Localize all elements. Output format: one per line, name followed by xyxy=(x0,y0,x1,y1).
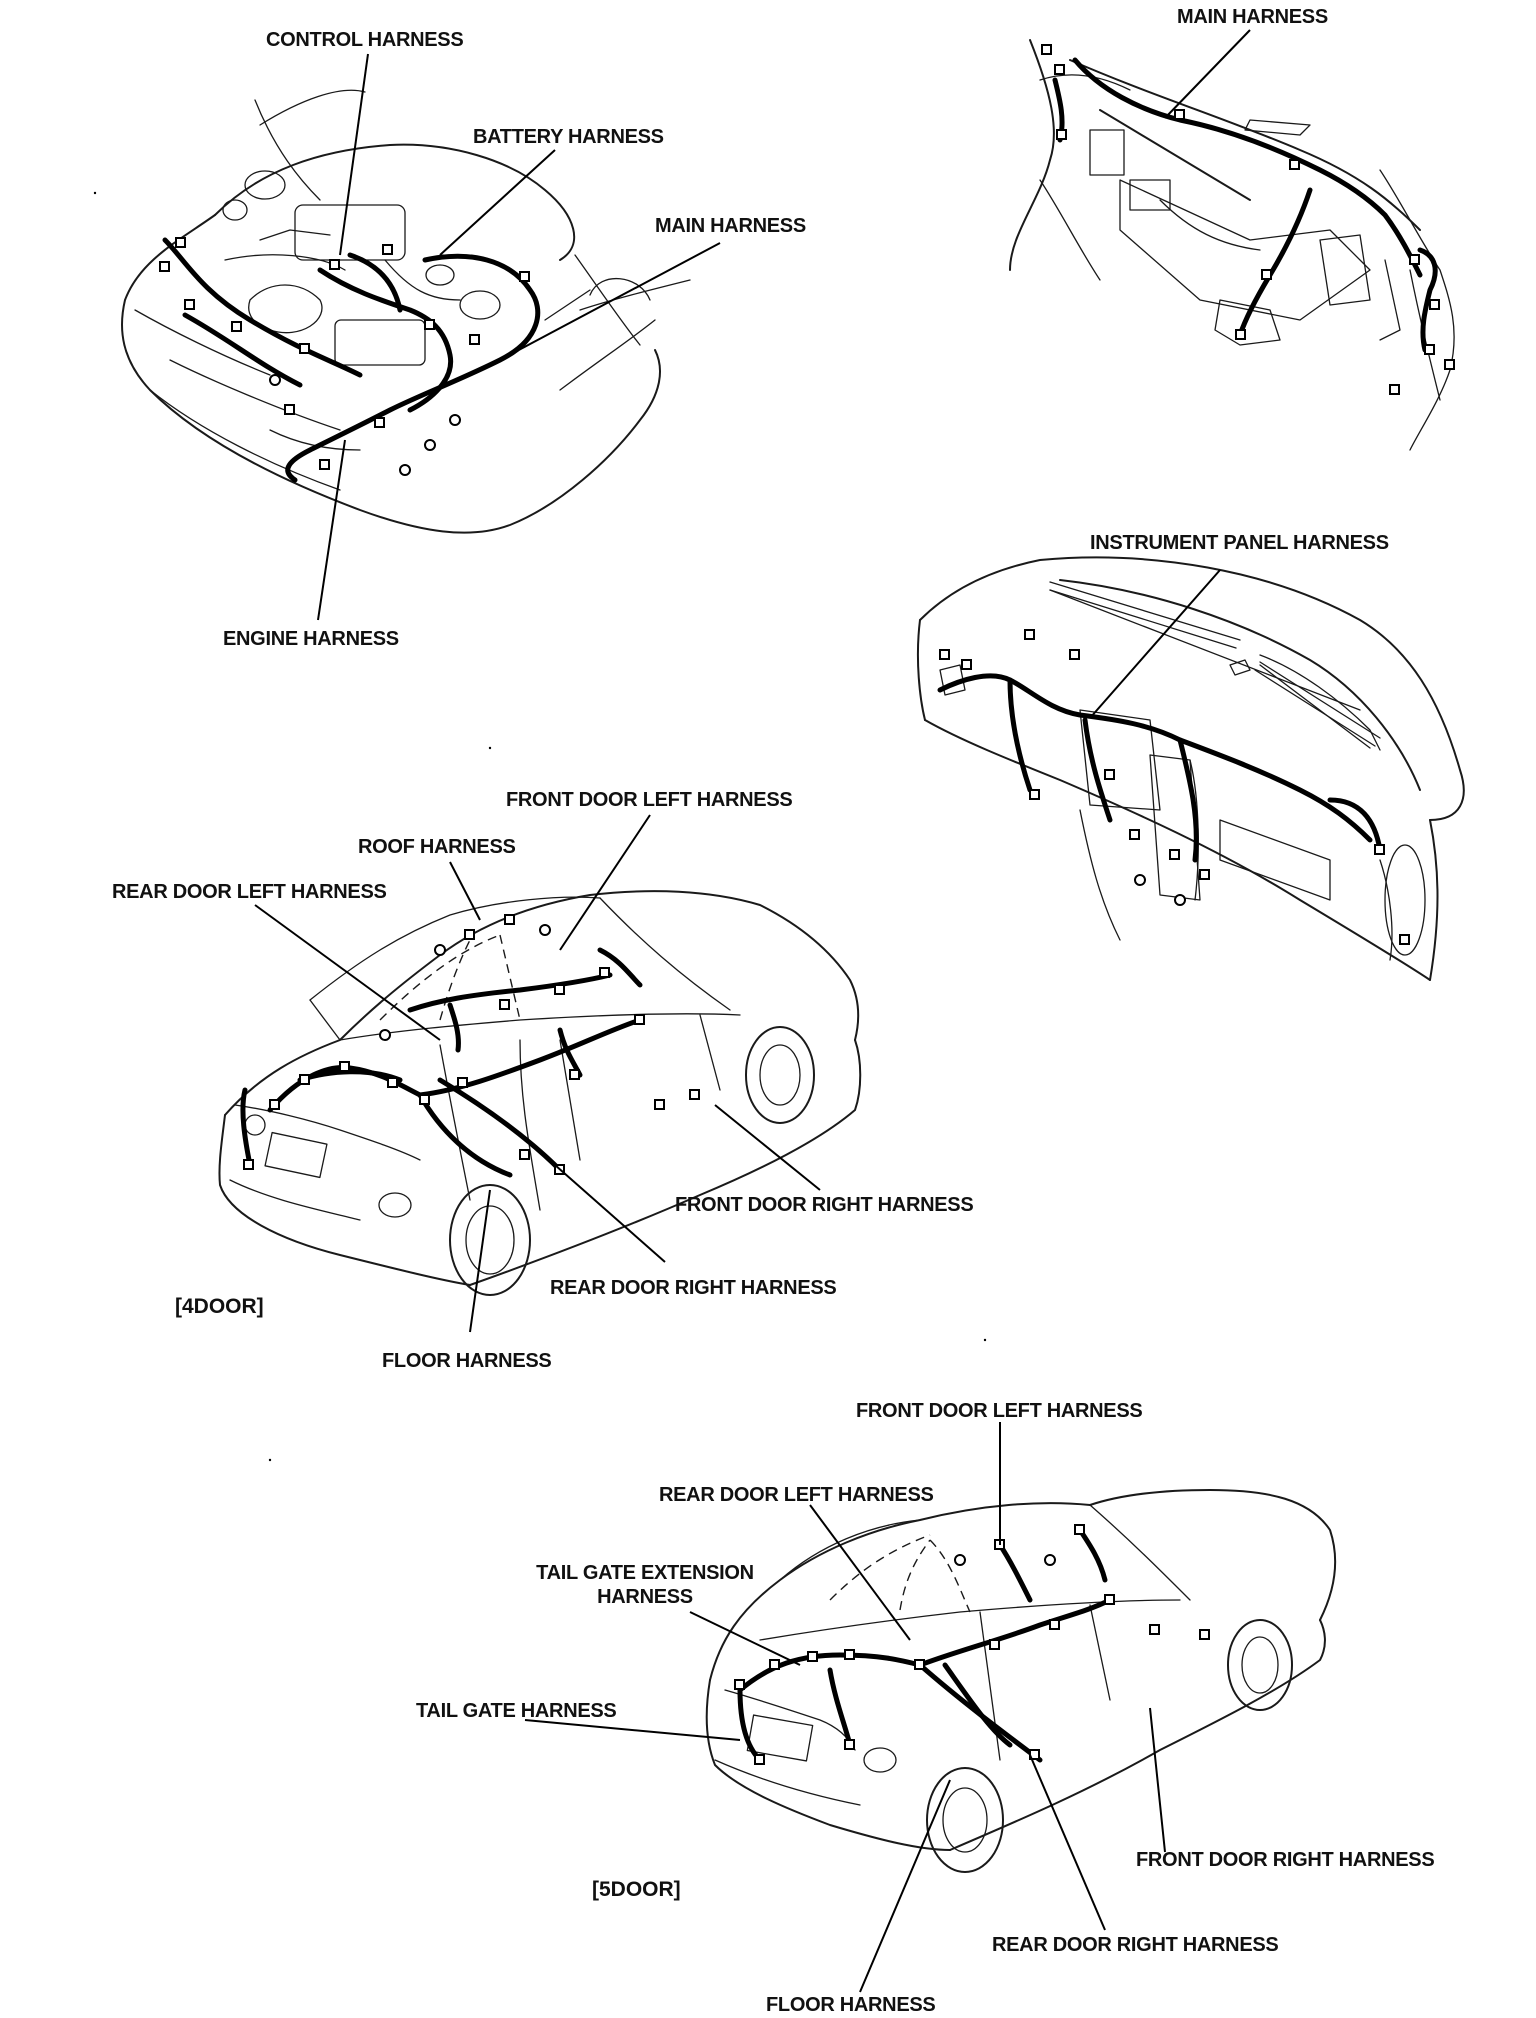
sedan-4door-illustration xyxy=(218,890,862,1296)
caption-4door: [4DOOR] xyxy=(175,1295,264,1318)
label-front-door-right-harness-5door: FRONT DOOR RIGHT HARNESS xyxy=(1136,1849,1435,1871)
leader-lines xyxy=(254,29,1251,1993)
label-rear-door-left-harness-4door: REAR DOOR LEFT HARNESS xyxy=(112,881,387,903)
caption-5door: [5DOOR] xyxy=(592,1878,681,1901)
instrument-panel-illustration xyxy=(916,556,1465,981)
label-rear-door-right-harness-5door: REAR DOOR RIGHT HARNESS xyxy=(992,1934,1279,1956)
label-rear-door-right-harness-4door: REAR DOOR RIGHT HARNESS xyxy=(550,1277,837,1299)
label-front-door-left-harness-4door: FRONT DOOR LEFT HARNESS xyxy=(506,789,793,811)
label-tail-gate-extension-line-1: TAIL GATE EXTENSION xyxy=(536,1562,754,1584)
label-tail-gate-extension-harness: TAIL GATE EXTENSION HARNESS xyxy=(520,1561,770,1609)
engine-bay-illustration xyxy=(120,89,691,534)
label-tail-gate-harness: TAIL GATE HARNESS xyxy=(416,1700,617,1722)
label-rear-door-left-harness-5door: REAR DOOR LEFT HARNESS xyxy=(659,1484,934,1506)
label-main-harness-cabin: MAIN HARNESS xyxy=(1177,6,1328,28)
label-front-door-right-harness-4door: FRONT DOOR RIGHT HARNESS xyxy=(675,1194,974,1216)
label-control-harness: CONTROL HARNESS xyxy=(266,29,464,51)
label-engine-harness: ENGINE HARNESS xyxy=(223,628,399,650)
label-battery-harness: BATTERY HARNESS xyxy=(473,126,664,148)
label-front-door-left-harness-5door: FRONT DOOR LEFT HARNESS xyxy=(856,1400,1143,1422)
label-floor-harness-5door: FLOOR HARNESS xyxy=(766,1994,936,2016)
label-tail-gate-extension-line-2: HARNESS xyxy=(597,1586,693,1608)
hatchback-5door-illustration xyxy=(705,1489,1337,1873)
label-roof-harness: ROOF HARNESS xyxy=(358,836,516,858)
label-main-harness-engine: MAIN HARNESS xyxy=(655,215,806,237)
label-floor-harness-4door: FLOOR HARNESS xyxy=(382,1350,552,1372)
label-instrument-panel-harness: INSTRUMENT PANEL HARNESS xyxy=(1090,532,1389,554)
cabin-interior-illustration xyxy=(1009,39,1455,451)
